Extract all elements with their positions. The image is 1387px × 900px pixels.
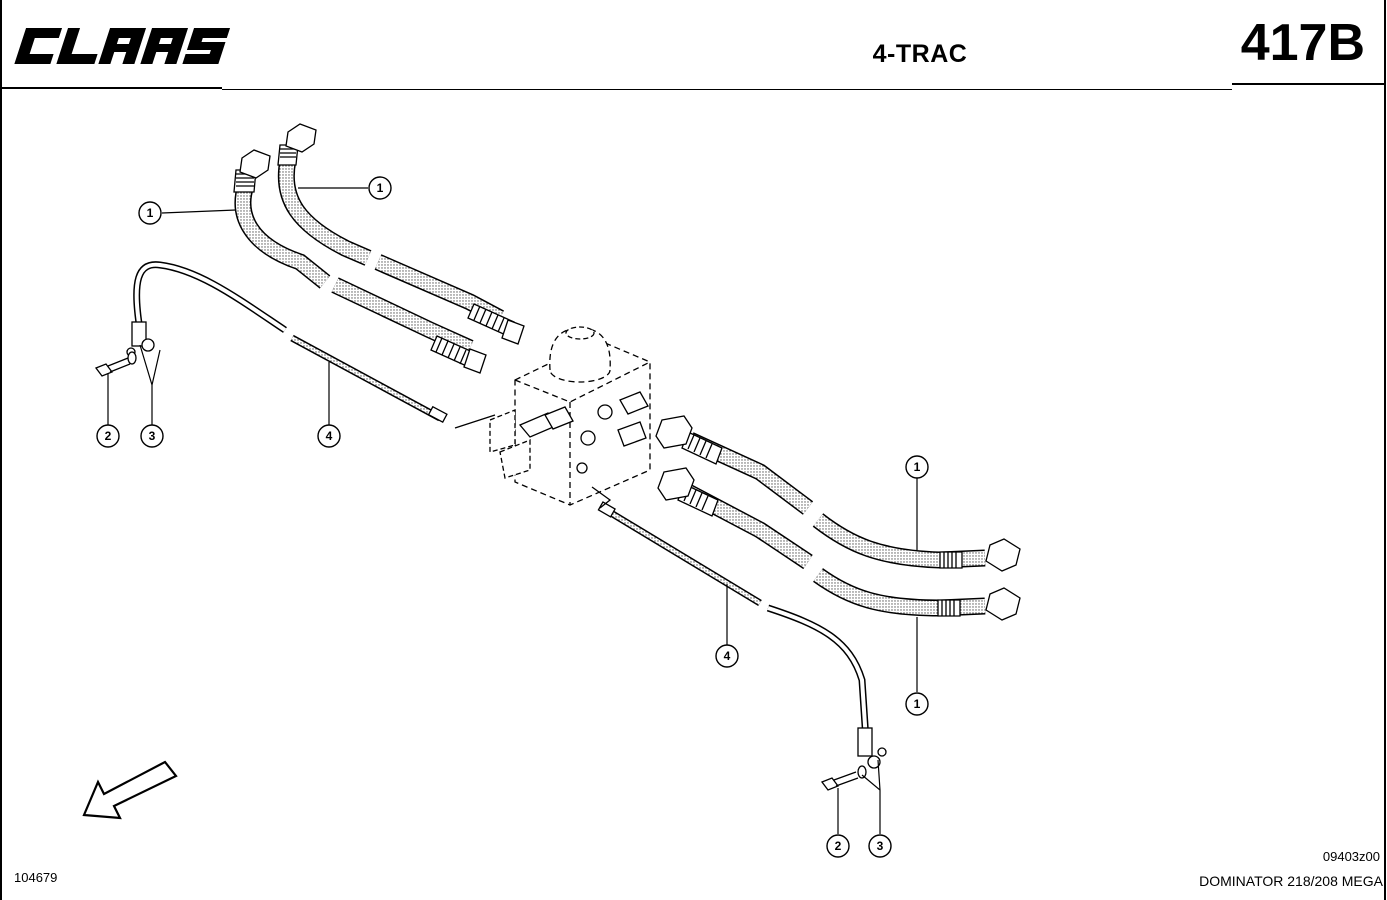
callout-2: 2 (96, 424, 120, 448)
brand-logo (14, 28, 231, 64)
hose-1-upper-left (233, 149, 487, 374)
leader-lines (107, 187, 918, 834)
callout-label: 2 (835, 839, 842, 853)
callout-label: 4 (724, 649, 731, 663)
callout-2: 2 (826, 834, 850, 858)
direction-arrow-icon (82, 760, 178, 820)
page-number-underline (1232, 83, 1384, 85)
callout-label: 3 (877, 839, 884, 853)
page-title: 4-TRAC (872, 40, 968, 68)
hose-1-lower-upper (655, 415, 1021, 572)
callout-4: 4 (715, 644, 739, 668)
hose-1-lower-lower (657, 467, 1021, 621)
callout-4: 4 (317, 424, 341, 448)
callout-1: 1 (368, 176, 392, 200)
pipe-4-left (126, 261, 448, 424)
valve-block (454, 326, 651, 509)
sheet-frame-right (1384, 0, 1386, 900)
callout-3: 3 (140, 424, 164, 448)
page-number: 417B (1240, 14, 1365, 72)
callout-label: 2 (105, 429, 112, 443)
drawing-number: 104679 (14, 870, 58, 885)
sheet-frame-left (0, 0, 2, 900)
reference-code: 09403z00 (1322, 849, 1380, 864)
hose-1-upper-right (277, 123, 525, 345)
callout-label: 1 (377, 181, 384, 195)
callout-3: 3 (868, 834, 892, 858)
callout-label: 3 (149, 429, 156, 443)
callout-label: 1 (147, 206, 154, 220)
callout-label: 4 (326, 429, 333, 443)
callout-1: 1 (905, 692, 929, 716)
pipe-4-right (597, 501, 887, 769)
bolt-left (94, 351, 137, 377)
logo-underline (2, 87, 222, 89)
bolt-right (820, 765, 867, 791)
callout-label: 1 (914, 697, 921, 711)
callout-label: 1 (914, 460, 921, 474)
callout-1: 1 (138, 201, 162, 225)
machine-model: DOMINATOR 218/208 MEGA (1199, 873, 1383, 889)
callout-1: 1 (905, 455, 929, 479)
header-divider (222, 89, 1232, 90)
